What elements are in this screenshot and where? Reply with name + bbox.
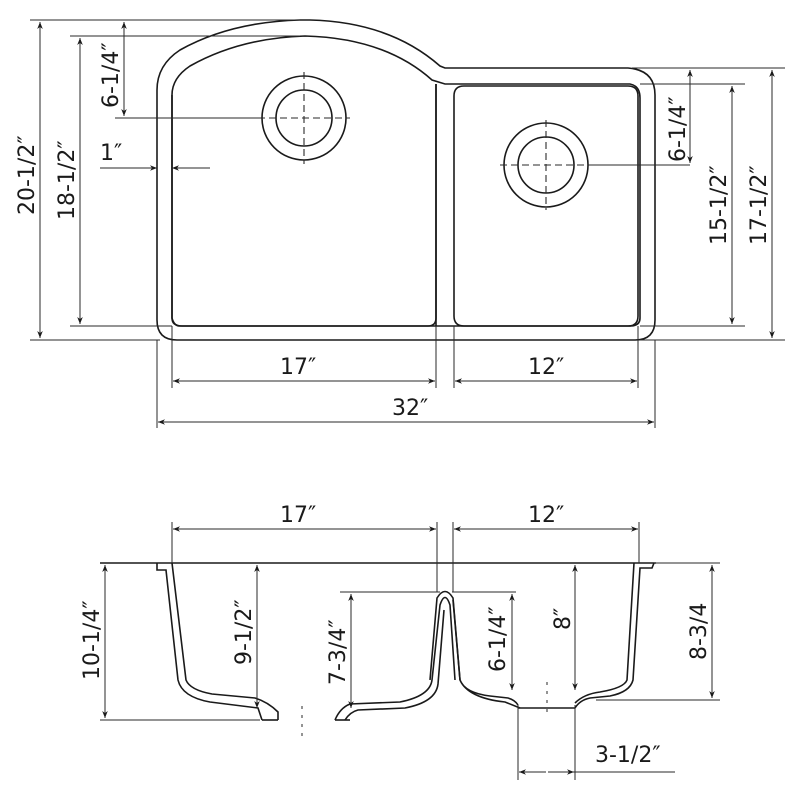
dim-left-drain-offset: 6-1/4″ — [99, 42, 124, 108]
right-drain-icon — [500, 120, 592, 210]
dim-rim-width: 1″ — [100, 141, 122, 166]
top-view: 20-1/2″ 18-1/2″ 6-1/4″ 1″ 6-1/4″ 15-1/2″… — [15, 19, 785, 428]
dim-right-outer-height: 8-3/4 — [687, 603, 712, 660]
dim-left-bowl-depth: 18-1/2″ — [55, 140, 80, 220]
dim-divider-left: 7-3/4″ — [326, 619, 351, 685]
dim-overall-width: 32″ — [392, 396, 428, 421]
left-drain-icon — [258, 72, 350, 164]
left-bowl-profile-right — [334, 596, 456, 721]
right-bowl-profile — [452, 599, 521, 709]
dim-divider-right: 6-1/4″ — [486, 606, 511, 672]
sink-outer-outline — [156, 19, 656, 341]
dim-left-outer-height: 10-1/4″ — [80, 600, 105, 680]
right-bowl-outline — [453, 85, 639, 327]
left-bowl-profile — [156, 562, 279, 721]
dim-right-drain-offset: 6-1/4″ — [666, 96, 691, 162]
dim-right-outer-depth: 17-1/2″ — [747, 165, 772, 245]
dim-drain-opening: 3-1/2″ — [595, 743, 661, 768]
dim-right-bowl-width: 12″ — [528, 355, 564, 380]
dim-right-bowl-depth: 15-1/2″ — [707, 165, 732, 245]
dim-left-bowl-depth-side: 9-1/2″ — [232, 599, 257, 665]
dim-side-right-width: 12″ — [528, 503, 564, 528]
dim-left-bowl-width: 17″ — [280, 355, 316, 380]
dim-side-left-width: 17″ — [280, 503, 316, 528]
side-view: 17″ 12″ 10-1/4″ 9-1/2″ 7-3/4″ 6-1/4″ 8″ … — [80, 503, 720, 780]
dim-right-bowl-depth-side: 8″ — [551, 608, 576, 630]
divider-profile — [429, 590, 461, 681]
dim-overall-depth: 20-1/2″ — [15, 135, 40, 215]
